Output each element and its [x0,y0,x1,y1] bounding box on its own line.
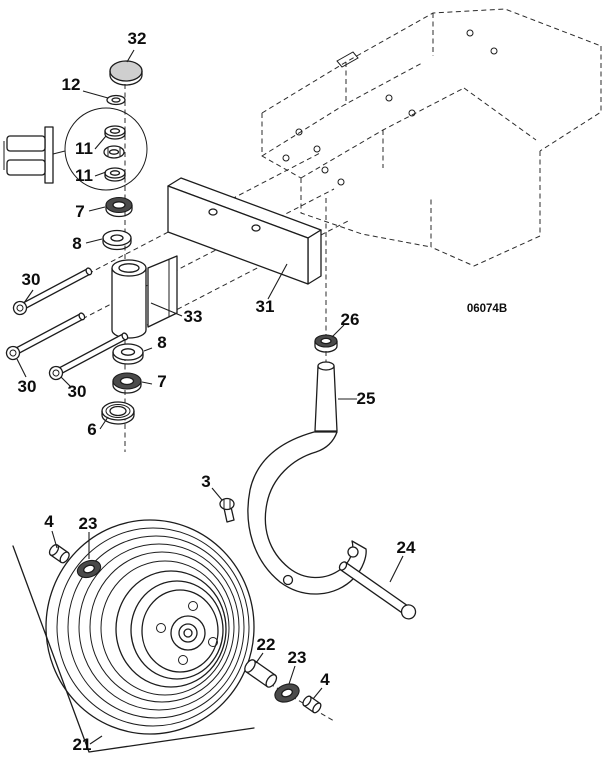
callout-23-right: 23 [288,648,307,667]
callout-labels: 32 12 11 11 7 8 30 33 31 8 7 30 30 6 26 … [18,29,416,754]
callout-23-left: 23 [79,514,98,533]
seal-6 [101,401,135,425]
callout-32: 32 [128,29,147,48]
bushing-26 [314,334,338,353]
hub [156,601,218,665]
tire-ribs [56,527,250,727]
axle-24 [338,561,417,620]
rim-inner [141,589,219,673]
detail-bracket [3,126,66,184]
bearing-7-upper [105,196,133,218]
detail-circle [64,107,148,191]
machine-frame-outline [261,8,602,267]
callout-25: 25 [357,389,376,408]
drawing-number: 06074B [467,303,507,315]
callout-30-1: 30 [22,270,41,289]
callout-26: 26 [341,310,360,329]
bolt-3 [219,497,235,523]
callout-6: 6 [87,420,96,439]
washer-11-lower [104,167,126,182]
spacer-22 [244,659,278,688]
callout-22: 22 [257,635,276,654]
frame-holes [282,29,498,186]
plate-31 [167,177,322,285]
rim-outer [130,580,224,680]
callout-11-upper: 11 [75,139,93,158]
fork-axle-hole-2 [282,574,294,586]
callout-8-upper: 8 [72,234,81,253]
washer-8-lower [112,343,144,365]
callout-4-right: 4 [320,670,330,689]
leader-lines [16,49,404,745]
bearing-7-lower [112,372,142,394]
frame-tab [336,51,359,68]
detail-circle-group [3,107,148,191]
nut-11 [103,145,125,159]
callout-21: 21 [73,735,92,754]
fork-axle-hole [347,546,359,558]
callout-3: 3 [201,472,210,491]
callout-33: 33 [184,307,203,326]
bearing-23-left [76,559,102,579]
bolt-30-1 [12,267,93,316]
callout-31: 31 [256,297,275,316]
callout-24: 24 [397,538,416,557]
washer-11-upper [104,125,126,140]
washer-12 [106,94,126,106]
washer-8-upper [102,229,132,251]
callout-7-lower: 7 [157,372,166,391]
bolt-30-2 [5,312,86,361]
callout-30-3: 30 [68,382,87,401]
bushing-4-right [302,695,322,714]
bolt-30-3 [48,332,129,381]
callout-8-lower: 8 [157,333,166,352]
callout-4-left: 4 [44,512,54,531]
callout-11-lower: 11 [75,166,93,185]
yoke-33 [111,255,178,339]
fork-stem [314,365,338,432]
bushing-4-left [48,544,70,564]
callout-7-upper: 7 [75,202,84,221]
cap-32 [109,60,143,86]
bearing-23-right [274,683,300,703]
fork-25 [247,361,367,595]
callout-12: 12 [62,75,81,94]
tire-sidewall [115,570,227,688]
callout-30-2: 30 [18,377,37,396]
wheel-ground-lines [12,545,255,753]
wheel-21 [12,519,255,753]
